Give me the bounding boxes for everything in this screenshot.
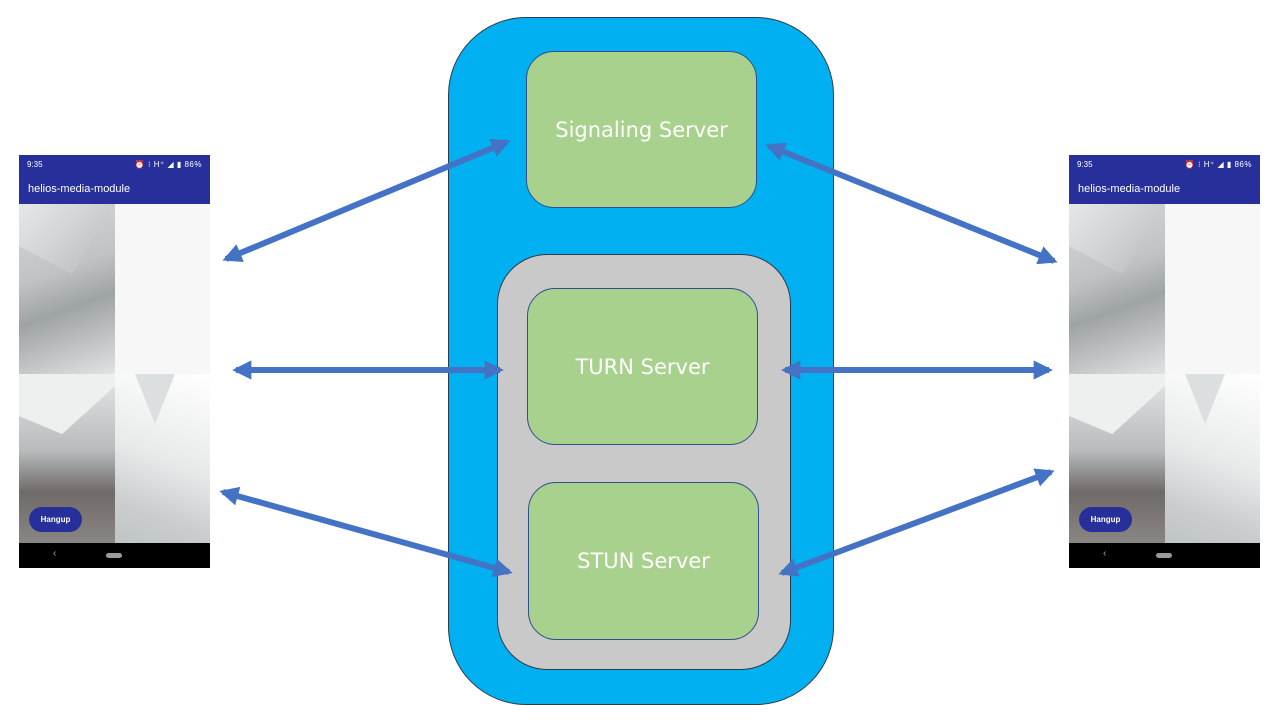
status-icons: ⏰ ⁝ H⁺ ◢ ▮ 86% [1184, 160, 1252, 169]
home-icon[interactable] [106, 553, 122, 558]
status-icons: ⏰ ⁝ H⁺ ◢ ▮ 86% [134, 160, 202, 169]
home-icon[interactable] [1156, 553, 1172, 558]
phone-left: 9:35 ⏰ ⁝ H⁺ ◢ ▮ 86% helios-media-module … [19, 155, 210, 568]
turn-server-box: TURN Server [527, 288, 758, 445]
video-tile [19, 204, 115, 374]
arrow-left-phone-signaling [222, 139, 511, 262]
hangup-button[interactable]: Hangup [1079, 507, 1132, 532]
stun-server-label: STUN Server [577, 549, 710, 573]
arrow-left-phone-stun [219, 486, 513, 578]
status-bar: 9:35 ⏰ ⁝ H⁺ ◢ ▮ 86% [19, 155, 210, 175]
video-tile [115, 374, 210, 543]
stun-server-box: STUN Server [528, 482, 759, 640]
nav-bar: ‹ [1069, 543, 1260, 568]
video-tile [1165, 374, 1260, 543]
hangup-button[interactable]: Hangup [29, 507, 82, 532]
arrow-right-phone-signaling [765, 142, 1058, 265]
nav-bar: ‹ [19, 543, 210, 568]
signaling-server-box: Signaling Server [526, 51, 757, 208]
app-title: helios-media-module [1069, 175, 1260, 204]
arrow-right-phone-stun [778, 468, 1055, 577]
status-time: 9:35 [1077, 160, 1093, 169]
status-bar: 9:35 ⏰ ⁝ H⁺ ◢ ▮ 86% [1069, 155, 1260, 175]
turn-server-label: TURN Server [575, 354, 710, 379]
video-tile [1069, 204, 1165, 374]
phone-right: 9:35 ⏰ ⁝ H⁺ ◢ ▮ 86% helios-media-module … [1069, 155, 1260, 568]
video-tile [115, 204, 210, 374]
signaling-server-label: Signaling Server [555, 117, 728, 142]
back-icon[interactable]: ‹ [53, 548, 57, 559]
status-time: 9:35 [27, 160, 43, 169]
app-title: helios-media-module [19, 175, 210, 204]
video-tile [1165, 204, 1260, 374]
back-icon[interactable]: ‹ [1103, 548, 1107, 559]
